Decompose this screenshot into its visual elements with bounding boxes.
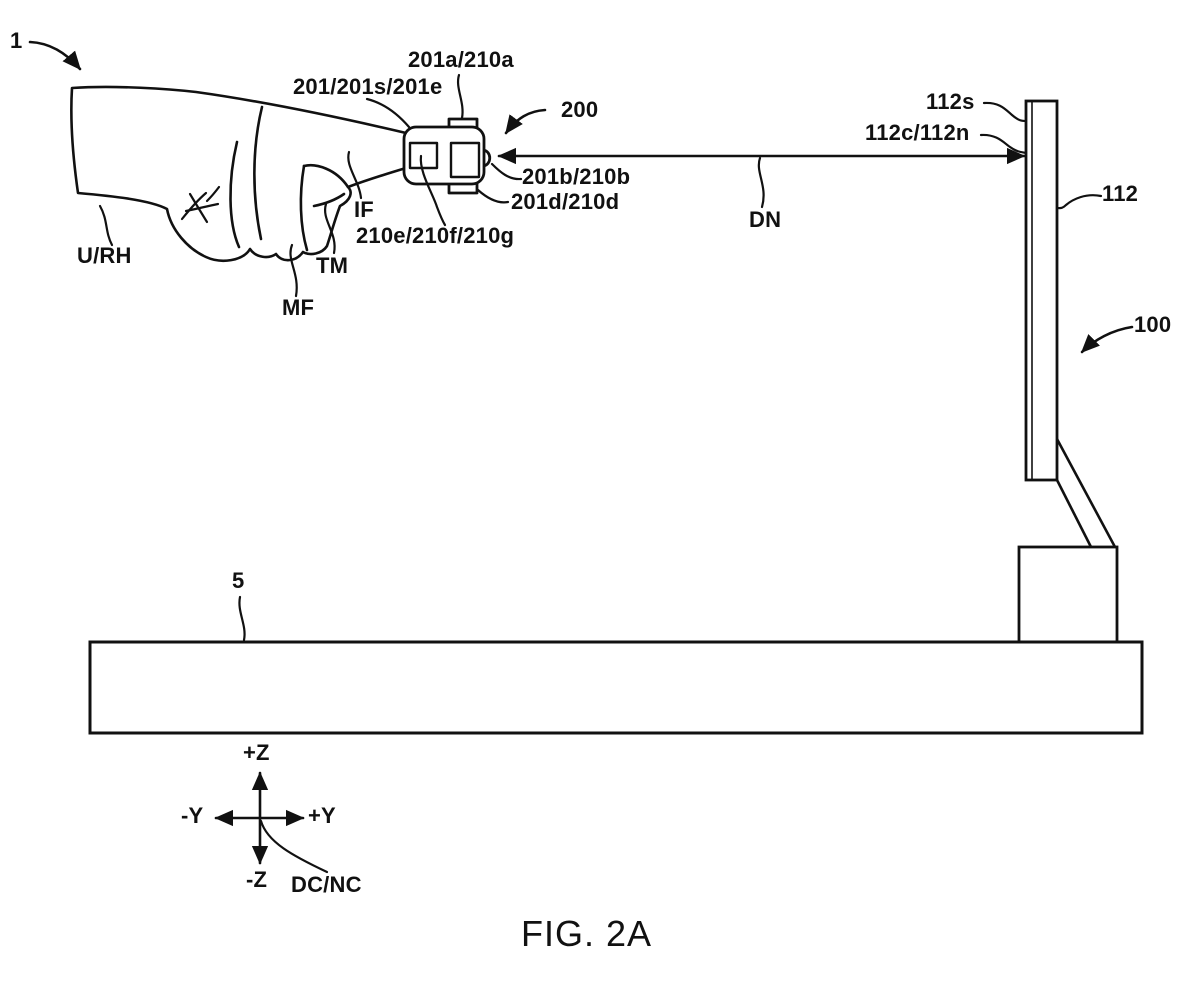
leader-if xyxy=(347,150,363,200)
leader-112cn xyxy=(979,133,1028,155)
curled-middle-finger-line xyxy=(253,105,264,241)
label-table: 5 xyxy=(232,568,245,593)
label-axis-down: -Z xyxy=(246,867,268,892)
leader-lines xyxy=(98,73,1103,874)
leader-urh xyxy=(98,204,114,247)
leader-201e xyxy=(365,97,411,129)
leader-tm xyxy=(323,202,336,255)
thumb-left-line xyxy=(299,164,309,252)
label-index-finger: IF xyxy=(354,197,374,222)
stand-base xyxy=(1017,545,1119,644)
ref100-arrow xyxy=(1080,325,1134,354)
label-computer: 100 xyxy=(1134,312,1172,337)
display-assembly xyxy=(88,99,1144,735)
label-axis-left: -Y xyxy=(181,803,204,828)
label-screen-point: 112c/112n xyxy=(865,120,970,145)
ref1-arrow xyxy=(28,40,82,71)
label-axis-right: +Y xyxy=(308,803,336,828)
label-distance: DN xyxy=(749,207,782,232)
thumb-top-line xyxy=(302,164,350,189)
leader-201d xyxy=(476,188,510,204)
label-device: 200 xyxy=(561,97,599,122)
index-underside-line xyxy=(312,192,346,208)
arrows xyxy=(28,40,1134,865)
label-user-hand: U/RH xyxy=(77,243,132,268)
label-device-top-part: 201a/210a xyxy=(408,47,514,72)
leader-dcnc xyxy=(259,819,329,874)
figure-title: FIG. 2A xyxy=(521,913,653,954)
display-panel xyxy=(1024,99,1059,482)
device-inner-right-square xyxy=(449,141,481,179)
curled-ring-finger-line xyxy=(229,140,241,249)
leader-112 xyxy=(1055,194,1103,210)
finger-device xyxy=(402,117,492,195)
leader-112s xyxy=(982,101,1028,123)
label-system: 1 xyxy=(10,28,23,53)
label-device-inner-parts: 210e/210f/210g xyxy=(356,223,515,248)
label-ring-band: 201/201s/201e xyxy=(293,74,443,99)
label-axis-up: +Z xyxy=(243,740,270,765)
leader-dn xyxy=(757,156,765,209)
label-coordinate-system: DC/NC xyxy=(291,872,362,897)
hand-outline xyxy=(70,85,408,263)
label-middle-finger: MF xyxy=(282,295,315,320)
table-surface xyxy=(88,640,1144,735)
leader-210efg xyxy=(419,154,447,227)
label-screen-surface: 112s xyxy=(926,89,975,114)
label-device-bottom-part: 201d/210d xyxy=(511,189,620,214)
stand-neck-lower xyxy=(1055,479,1093,548)
leader-mf xyxy=(289,243,298,298)
leader-201a xyxy=(457,73,464,120)
label-thumb: TM xyxy=(316,253,349,278)
ref200-arrow xyxy=(504,108,547,135)
leader-5 xyxy=(238,595,246,642)
stand-neck-upper xyxy=(1055,438,1117,548)
label-device-front-part: 201b/210b xyxy=(522,164,631,189)
device-inner-left-square xyxy=(408,141,439,170)
hand-drawing xyxy=(70,85,408,263)
leader-201b xyxy=(490,162,523,181)
knuckle-mark xyxy=(180,185,221,224)
label-display-panel: 112 xyxy=(1102,181,1139,206)
